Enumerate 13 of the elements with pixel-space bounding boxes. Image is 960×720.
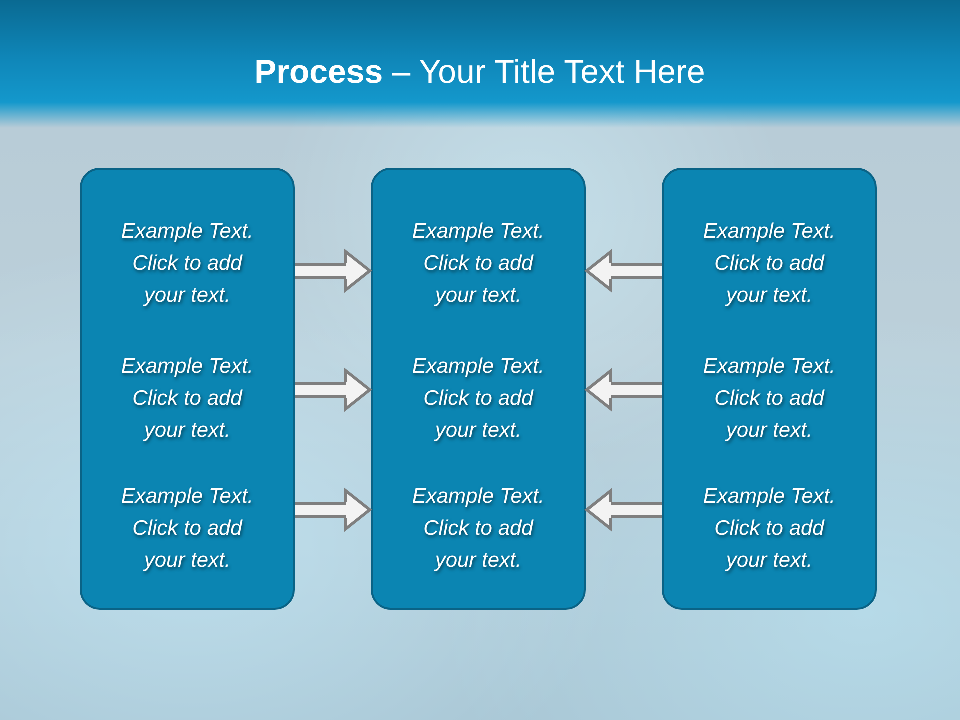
process-panel xyxy=(371,168,586,610)
panel-text: Example Text. Click to add your text. xyxy=(120,484,255,574)
process-panel xyxy=(662,168,877,610)
panel-text: Example Text. Click to add your text. xyxy=(411,354,546,444)
process-panel xyxy=(80,168,295,610)
panel-text: Example Text. Click to add your text. xyxy=(702,484,837,574)
panel-text: Example Text. Click to add your text. xyxy=(120,219,255,309)
panel-text: Example Text. Click to add your text. xyxy=(411,219,546,309)
panel-text: Example Text. Click to add your text. xyxy=(411,484,546,574)
title: Process – Your Title Text Here xyxy=(254,52,706,92)
panel-text: Example Text. Click to add your text. xyxy=(702,354,837,444)
panel-text: Example Text. Click to add your text. xyxy=(120,354,255,444)
panel-text: Example Text. Click to add your text. xyxy=(702,219,837,309)
